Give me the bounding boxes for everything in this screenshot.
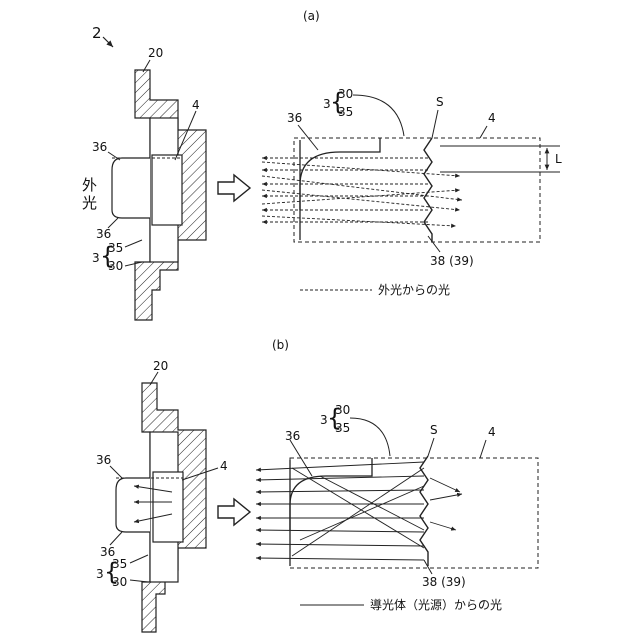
panel-a-detail-dimension: L	[555, 152, 562, 166]
panel-b-detail-surface: S	[430, 423, 438, 437]
panel-b-light-rays	[256, 462, 462, 560]
panel-a-leader-36	[108, 152, 120, 160]
panel-b-group-bottom: 30	[112, 575, 127, 589]
panel-a-detail-surface: S	[436, 95, 444, 109]
ray	[256, 558, 424, 560]
panel-b-lens-36	[290, 458, 372, 530]
ray	[430, 478, 460, 492]
panel-b-leader-35	[130, 555, 148, 563]
panel-b-leader-group	[350, 418, 390, 456]
ray	[256, 462, 424, 470]
panel-a-leader-4	[480, 126, 487, 138]
panel-a-prism-surface-s	[424, 138, 432, 242]
panel-a-leader-38	[428, 236, 440, 252]
panel-a-detail-lens-number: 36	[287, 111, 302, 125]
panel-b-lens-36	[116, 478, 150, 532]
panel-a-leader-s	[432, 110, 438, 138]
panel-a-transition-arrow	[218, 175, 250, 201]
ray	[430, 522, 456, 530]
panel-a: (a) 2 20 4 36 外 光 36 3 { 35 30	[82, 9, 562, 320]
panel-b-prism-surface-s	[420, 456, 428, 566]
panel-b: (b) 20 4 36 36 3 { 35	[96, 338, 538, 632]
ray	[320, 476, 424, 530]
panel-a-external-light-1: 外	[82, 176, 97, 194]
ray	[292, 468, 424, 556]
panel-a-external-light-2: 光	[82, 194, 97, 212]
panel-b-cross-section: 20 4 36 36 3 { 35 30	[96, 359, 228, 632]
panel-b-group-top: 35	[112, 557, 127, 571]
panel-b-detail-reference: 38 (39)	[422, 575, 466, 589]
panel-a-device-arrow	[103, 37, 113, 47]
panel-a-detail: 36 3 { 30 35 S 4 L 38 (39)	[262, 87, 562, 268]
ray	[256, 490, 424, 492]
panel-b-legend-text: 導光体（光源）からの光	[370, 598, 502, 612]
panel-a-detail-part-number: 4	[488, 111, 496, 125]
panel-b-detail-part-number: 4	[488, 425, 496, 439]
panel-a-lens-number-lower: 36	[96, 227, 111, 241]
ray	[430, 494, 462, 500]
panel-b-label: (b)	[272, 338, 289, 352]
panel-a-leader-35	[125, 240, 142, 247]
panel-a-device-number: 2	[92, 24, 102, 42]
panel-b-detail-lens-number: 36	[285, 429, 300, 443]
panel-a-detail-reference: 38 (39)	[430, 254, 474, 268]
panel-a-label: (a)	[303, 9, 320, 23]
panel-a-part-4	[152, 155, 182, 225]
panel-a-group-bottom: 30	[108, 259, 123, 273]
panel-a-part-number: 4	[192, 98, 200, 112]
panel-b-part-4	[153, 472, 183, 542]
panel-a-lens-36	[300, 138, 380, 210]
panel-a-detail-group-top: 30	[338, 87, 353, 101]
panel-b-leader-4	[480, 440, 486, 458]
panel-b-lens-number: 36	[96, 453, 111, 467]
panel-b-detail: 36 3 { 30 35 S 4 38 (39)	[256, 403, 538, 589]
panel-a-detail-outline	[294, 138, 540, 242]
panel-b-detail-group-bottom: 35	[335, 421, 350, 435]
panel-a-group-top: 35	[108, 241, 123, 255]
panel-a-group-prefix: 3	[92, 251, 100, 265]
panel-a-lens-number: 36	[92, 140, 107, 154]
panel-b-part-number: 4	[220, 459, 228, 473]
ray	[256, 530, 424, 532]
panel-a-legend-text: 外光からの光	[378, 283, 450, 297]
panel-b-detail-group-top: 30	[335, 403, 350, 417]
panel-b-transition-arrow	[218, 499, 250, 525]
panel-b-leader-s	[428, 438, 434, 456]
panel-a-base-number: 20	[148, 46, 163, 60]
panel-b-base-number: 20	[153, 359, 168, 373]
panel-b-leader-36	[110, 466, 122, 478]
panel-a-cross-section: 2 20 4 36 外 光 36 3 { 35 30	[82, 24, 206, 320]
panel-a-light-rays	[262, 158, 462, 226]
panel-b-leader-30	[130, 580, 148, 582]
ray	[256, 544, 424, 546]
panel-a-leader-group	[353, 95, 404, 136]
ray	[292, 468, 424, 548]
panel-a-lens-36	[112, 158, 150, 218]
panel-b-group-prefix: 3	[96, 567, 104, 581]
ray	[262, 190, 460, 204]
panel-b-leader-36-lower	[110, 532, 122, 545]
panel-a-detail-group-bottom: 35	[338, 105, 353, 119]
